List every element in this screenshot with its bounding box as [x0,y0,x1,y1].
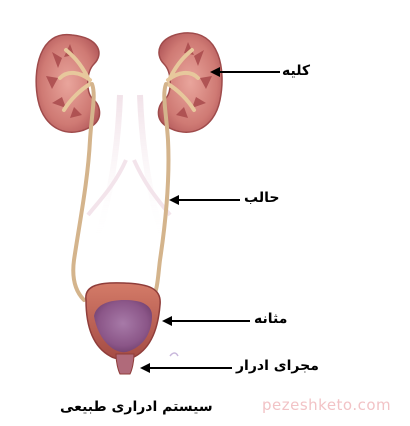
kidney-arrow [210,67,280,77]
figure-caption: سیستم ادراری طبیعی [60,399,213,415]
label-ureter: حالب [244,190,280,206]
ureters [71,82,171,302]
bladder-arrow [162,316,250,326]
urethra [115,352,179,375]
urethra-arrow [140,363,232,373]
label-bladder: مثانه [254,311,288,327]
left-kidney [35,33,101,133]
label-urethra: مجرای ادرار [236,358,319,374]
watermark-text: pezeshketo.com [262,396,392,414]
label-arrows [140,67,280,373]
label-kidney: کلیه [282,63,311,79]
right-kidney [157,32,223,133]
vessels-background [86,94,172,246]
ureter-arrow [169,195,240,205]
bladder [85,282,161,361]
